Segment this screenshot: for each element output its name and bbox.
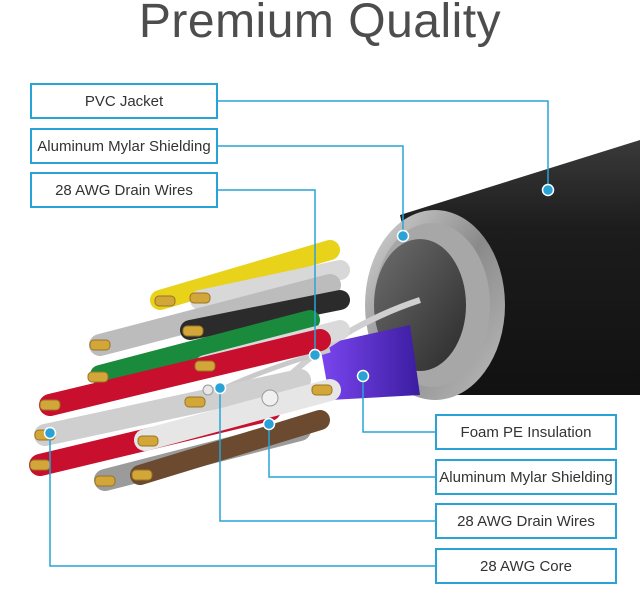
strand-end-2 — [202, 384, 214, 396]
callout-drain-wires-right: 28 AWG Drain Wires — [435, 503, 617, 539]
gold-pins — [29, 292, 333, 487]
callout-drain-wires-left: 28 AWG Drain Wires — [30, 172, 218, 208]
strand-end — [261, 389, 279, 407]
foam-pe — [320, 325, 420, 400]
diagram-title: Premium Quality — [138, 0, 502, 48]
callout-mylar-shielding-left: Aluminum Mylar Shielding — [30, 128, 218, 164]
wire-bundle — [29, 240, 350, 491]
callout-pvc-jacket: PVC Jacket — [30, 83, 218, 119]
callout-foam-pe: Foam PE Insulation — [435, 414, 617, 450]
callout-mylar-shielding-right: Aluminum Mylar Shielding — [435, 459, 617, 495]
callout-dots — [43, 183, 555, 440]
callout-lines — [49, 100, 549, 567]
callout-core: 28 AWG Core — [435, 548, 617, 584]
